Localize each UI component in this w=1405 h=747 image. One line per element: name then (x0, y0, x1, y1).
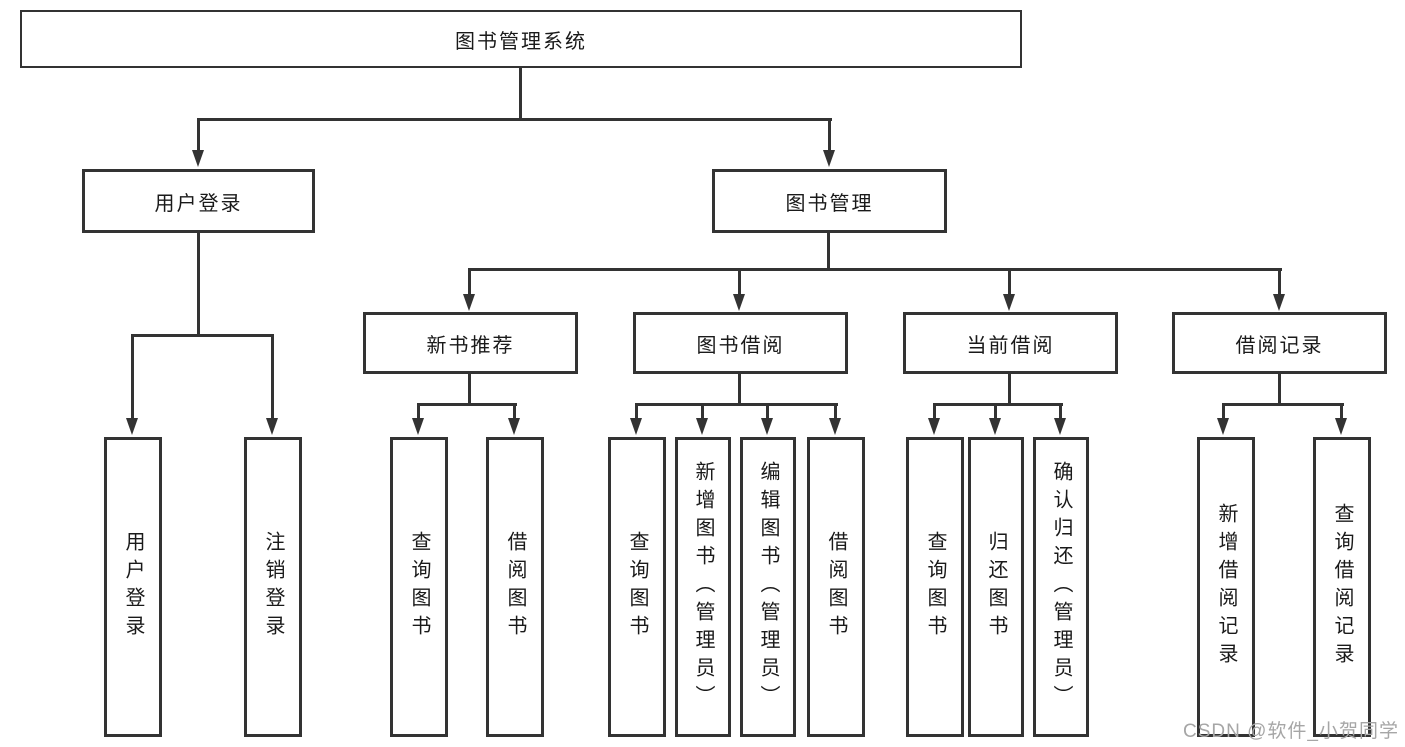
leaf-query-books-recommend-label: 查询图书 (408, 531, 430, 643)
leaf-add-books-admin: 新增图书（管理员） (675, 437, 731, 737)
leaf-user-login-label: 用户登录 (122, 531, 144, 643)
arrow-down-icon (266, 418, 278, 435)
connector-root-branch (197, 118, 832, 121)
leaf-logout-label: 注销登录 (262, 531, 284, 643)
csdn-watermark: CSDN @软件_小贺同学 (1183, 721, 1399, 742)
connector-drop-leaf (933, 403, 936, 421)
leaf-query-borrow-record: 查询借阅记录 (1313, 437, 1371, 737)
node-book-borrow: 图书借阅 (633, 312, 848, 374)
node-book-management: 图书管理 (712, 169, 947, 233)
connector-user-login-branch (131, 334, 274, 337)
node-borrow-records-label: 借阅记录 (1235, 334, 1324, 357)
connector-drop-level3 (468, 268, 471, 296)
connector-drop-level3 (1008, 268, 1011, 296)
connector-drop-level3 (1278, 268, 1281, 296)
arrow-down-icon (463, 294, 475, 311)
connector-drop-leaf (131, 334, 134, 420)
arrow-down-icon (192, 150, 204, 167)
leaf-user-login: 用户登录 (104, 437, 162, 737)
connector-book-mgmt-stem (827, 233, 830, 271)
connector-drop-leaf (417, 403, 420, 421)
leaf-add-books-admin-label: 新增图书（管理员） (692, 461, 714, 713)
connector-drop-leaf (834, 403, 837, 421)
node-current-borrow-label: 当前借阅 (966, 334, 1055, 357)
node-book-management-label: 图书管理 (785, 192, 874, 215)
arrow-down-icon (823, 150, 835, 167)
node-library-system-label: 图书管理系统 (455, 30, 587, 53)
arrow-down-icon (829, 418, 841, 435)
leaf-borrow-books-recommend-label: 借阅图书 (504, 531, 526, 643)
leaf-query-books-borrow: 查询图书 (608, 437, 666, 737)
leaf-borrow-books-recommend: 借阅图书 (486, 437, 544, 737)
leaf-borrow-books-label: 借阅图书 (825, 531, 847, 643)
connector-drop-leaf (766, 403, 769, 421)
arrow-down-icon (1217, 418, 1229, 435)
arrow-down-icon (1054, 418, 1066, 435)
connector-drop-leaf (994, 403, 997, 421)
leaf-query-books-recommend: 查询图书 (390, 437, 448, 737)
leaf-return-books: 归还图书 (968, 437, 1024, 737)
arrow-down-icon (928, 418, 940, 435)
arrow-down-icon (630, 418, 642, 435)
arrow-down-icon (733, 294, 745, 311)
arrow-down-icon (412, 418, 424, 435)
connector-stem (1008, 374, 1011, 406)
arrow-down-icon (1335, 418, 1347, 435)
node-user-login-label: 用户登录 (154, 192, 243, 215)
node-book-borrow-label: 图书借阅 (696, 334, 785, 357)
arrow-down-icon (761, 418, 773, 435)
connector-root-stem (519, 68, 522, 119)
leaf-confirm-return-admin-label: 确认归还（管理员） (1050, 461, 1072, 713)
arrow-down-icon (1003, 294, 1015, 311)
leaf-confirm-return-admin: 确认归还（管理员） (1033, 437, 1089, 737)
connector-drop-leaf (1222, 403, 1225, 421)
arrow-down-icon (126, 418, 138, 435)
connector-stem (468, 374, 471, 406)
connector-branch (635, 403, 838, 406)
leaf-add-borrow-record-label: 新增借阅记录 (1215, 503, 1237, 671)
connector-stem (738, 374, 741, 406)
leaf-add-borrow-record: 新增借阅记录 (1197, 437, 1255, 737)
leaf-query-borrow-record-label: 查询借阅记录 (1331, 503, 1353, 671)
connector-drop-book-mgmt (828, 118, 831, 151)
connector-drop-leaf (271, 334, 274, 420)
leaf-edit-books-admin-label: 编辑图书（管理员） (757, 461, 779, 713)
leaf-query-books-borrow-label: 查询图书 (626, 531, 648, 643)
node-new-book-recommend: 新书推荐 (363, 312, 578, 374)
connector-drop-leaf (1340, 403, 1343, 421)
connector-branch (933, 403, 1063, 406)
node-new-book-recommend-label: 新书推荐 (426, 334, 515, 357)
leaf-edit-books-admin: 编辑图书（管理员） (740, 437, 796, 737)
connector-drop-leaf (701, 403, 704, 421)
connector-user-login-stem (197, 233, 200, 337)
arrow-down-icon (508, 418, 520, 435)
leaf-query-books-current-label: 查询图书 (924, 531, 946, 643)
arrow-down-icon (1273, 294, 1285, 311)
node-library-system: 图书管理系统 (20, 10, 1022, 68)
connector-book-mgmt-branch (468, 268, 1282, 271)
leaf-logout: 注销登录 (244, 437, 302, 737)
node-current-borrow: 当前借阅 (903, 312, 1118, 374)
connector-stem (1278, 374, 1281, 406)
leaf-query-books-current: 查询图书 (906, 437, 964, 737)
leaf-borrow-books: 借阅图书 (807, 437, 865, 737)
leaf-return-books-label: 归还图书 (985, 531, 1007, 643)
connector-drop-leaf (513, 403, 516, 421)
node-borrow-records: 借阅记录 (1172, 312, 1387, 374)
connector-drop-user-login (197, 118, 200, 151)
arrow-down-icon (696, 418, 708, 435)
connector-drop-leaf (1059, 403, 1062, 421)
connector-branch (417, 403, 517, 406)
arrow-down-icon (989, 418, 1001, 435)
node-user-login: 用户登录 (82, 169, 315, 233)
connector-drop-level3 (738, 268, 741, 296)
connector-drop-leaf (635, 403, 638, 421)
connector-branch (1222, 403, 1344, 406)
